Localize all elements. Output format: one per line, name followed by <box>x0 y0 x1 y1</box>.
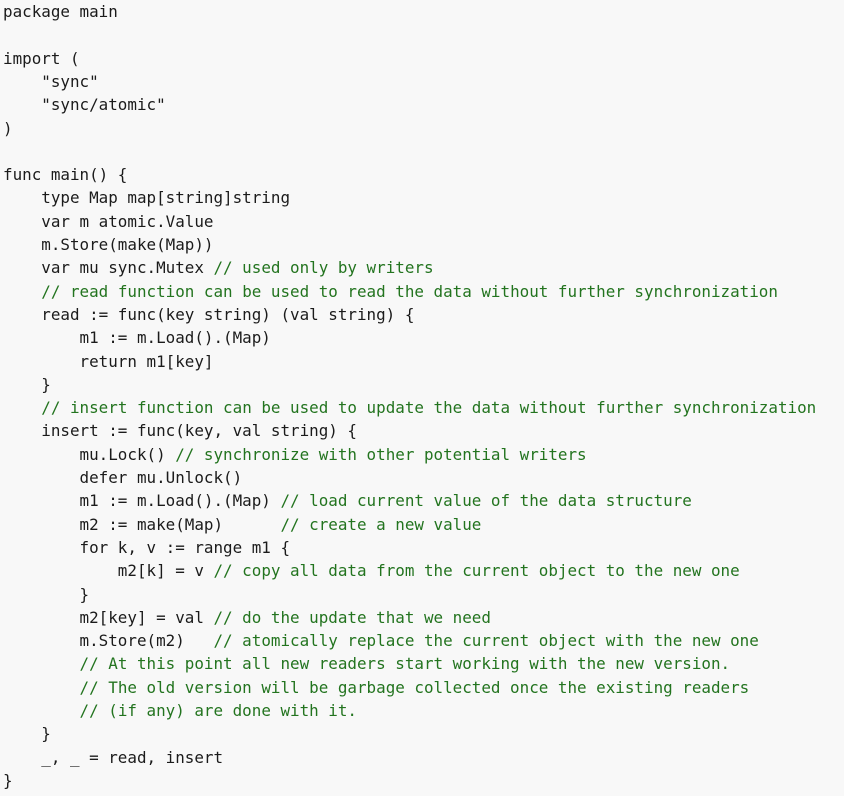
code-line: import ( <box>3 47 80 70</box>
code-comment: // read function can be used to read the… <box>41 281 778 301</box>
code-text: } <box>3 724 51 744</box>
code-text: m1 := m.Load().(Map) <box>3 491 281 511</box>
code-line: m2[key] = val // do the update that we n… <box>3 606 491 629</box>
code-text: m1 := m.Load().(Map) <box>3 328 271 348</box>
code-text: "sync/atomic" <box>3 95 166 115</box>
code-line: insert := func(key, val string) { <box>3 419 357 442</box>
code-line: m1 := m.Load().(Map) // load current val… <box>3 489 692 512</box>
code-text <box>3 654 80 673</box>
code-text <box>3 678 80 697</box>
code-text: } <box>3 374 51 394</box>
code-text: m2[k] = v <box>3 561 214 581</box>
code-text: defer mu.Unlock() <box>3 468 243 487</box>
code-comment: // atomically replace the current object… <box>213 631 759 651</box>
code-comment: // load current value of the data struct… <box>280 491 692 511</box>
code-text: "sync" <box>3 71 99 91</box>
code-line: } <box>3 769 13 792</box>
code-line: m2[k] = v // copy all data from the curr… <box>3 559 740 582</box>
code-line: } <box>3 583 90 606</box>
code-line: // insert function can be used to update… <box>3 396 816 419</box>
code-text: func main() { <box>3 165 128 185</box>
code-line: func main() { <box>3 163 127 186</box>
code-text: return m1[key] <box>3 351 214 371</box>
code-text: } <box>3 770 13 790</box>
code-text: m2 := make(Map) <box>3 514 281 534</box>
code-line: m1 := m.Load().(Map) <box>3 326 271 349</box>
code-line: m.Store(make(Map)) <box>3 233 213 256</box>
code-comment: // do the update that we need <box>213 607 491 627</box>
code-text: mu.Lock() <box>3 444 176 464</box>
code-text <box>3 701 80 720</box>
code-line: type Map map[string]string <box>3 186 290 209</box>
code-line: defer mu.Unlock() <box>3 466 243 489</box>
code-text: type Map map[string]string <box>3 188 291 208</box>
code-line: // At this point all new readers start w… <box>3 652 731 675</box>
code-text <box>3 398 41 417</box>
code-line: // read function can be used to read the… <box>3 280 778 303</box>
code-line: ) <box>3 117 13 140</box>
code-text: import ( <box>3 48 80 68</box>
code-text <box>3 282 41 301</box>
code-text: m.Store(m2) <box>3 631 214 651</box>
code-text: for k, v := range m1 { <box>3 537 291 557</box>
code-comment: // used only by writers <box>213 258 434 278</box>
code-line: return m1[key] <box>3 350 214 373</box>
code-comment: // At this point all new readers start w… <box>79 654 731 674</box>
code-line: mu.Lock() // synchronize with other pote… <box>3 443 587 466</box>
code-text: var mu sync.Mutex <box>3 258 214 278</box>
code-line: var mu sync.Mutex // used only by writer… <box>3 256 434 279</box>
code-line: m2 := make(Map) // create a new value <box>3 513 482 536</box>
code-comment: // copy all data from the current object… <box>213 561 740 581</box>
code-comment: // The old version will be garbage colle… <box>79 677 750 697</box>
code-comment: // synchronize with other potential writ… <box>175 444 587 464</box>
code-line: var m atomic.Value <box>3 210 213 233</box>
code-line: // (if any) are done with it. <box>3 699 357 722</box>
code-text: insert := func(key, val string) { <box>3 421 357 441</box>
code-line: package main <box>3 0 118 23</box>
code-comment: // insert function can be used to update… <box>41 398 817 418</box>
code-text: _, _ = read, insert <box>3 747 224 767</box>
code-line: // The old version will be garbage colle… <box>3 676 750 699</box>
code-text: m2[key] = val <box>3 607 214 627</box>
code-line: } <box>3 373 51 396</box>
code-line: _, _ = read, insert <box>3 746 223 769</box>
code-line: } <box>3 722 51 745</box>
code-text: var m atomic.Value <box>3 211 214 231</box>
code-text: read := func(key string) (val string) { <box>3 304 415 324</box>
code-line: for k, v := range m1 { <box>3 536 290 559</box>
code-comment: // (if any) are done with it. <box>79 701 357 720</box>
code-line: read := func(key string) (val string) { <box>3 303 414 326</box>
code-text: } <box>3 584 90 604</box>
code-line: m.Store(m2) // atomically replace the cu… <box>3 629 759 652</box>
code-line: "sync" <box>3 70 99 93</box>
code-text: m.Store(make(Map)) <box>3 235 214 254</box>
code-comment: // create a new value <box>280 514 482 534</box>
code-text: package main <box>3 2 118 21</box>
code-text: ) <box>3 118 13 138</box>
code-line: "sync/atomic" <box>3 93 166 116</box>
